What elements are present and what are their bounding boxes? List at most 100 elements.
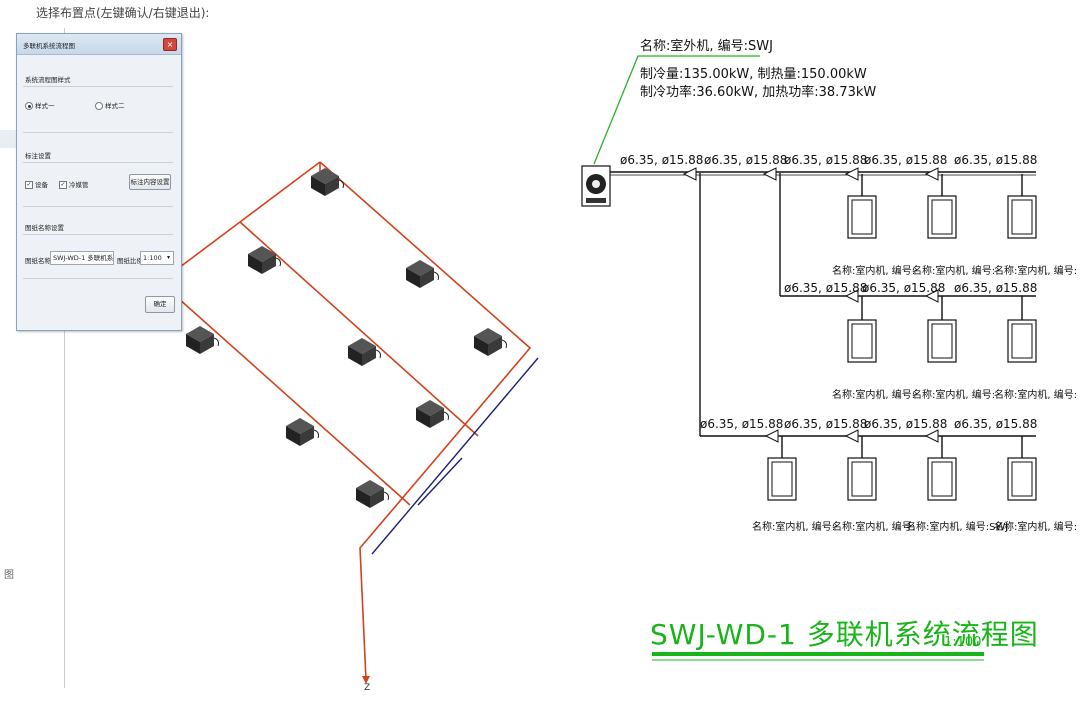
indoor-unit-icon bbox=[847, 319, 877, 363]
scale-select[interactable]: 1:100 ▾ bbox=[140, 251, 174, 265]
indoor-unit-icon bbox=[927, 195, 957, 239]
indoor-label: 名称:室内机, 编号: bbox=[832, 264, 915, 277]
scale-label: 图纸比例: bbox=[117, 257, 146, 265]
drawing-name-input[interactable]: SWJ-WD-1 多联机系统流程图 bbox=[50, 251, 114, 265]
pipe-label: ø6.35, ø15.88 bbox=[864, 153, 947, 167]
label-content-button[interactable]: 标注内容设置 bbox=[129, 174, 171, 190]
side-char: 图 bbox=[4, 570, 14, 581]
iso-indoor-unit-icon bbox=[286, 418, 319, 446]
branch-joint-icon bbox=[924, 289, 939, 303]
branch-joint-icon bbox=[762, 167, 777, 181]
pipe-label: ø6.35, ø15.88 bbox=[620, 153, 703, 167]
iso-red-branch-mid bbox=[239, 221, 479, 437]
indoor-label: 名称:室内机, 编号: bbox=[994, 264, 1077, 277]
name-label: 图纸名称: bbox=[25, 257, 54, 265]
outdoor-unit[interactable] bbox=[581, 165, 611, 207]
branch-joint-icon bbox=[844, 167, 859, 181]
scale-select-value: 1:100 bbox=[143, 254, 162, 262]
pipe-label: ø6.35, ø15.88 bbox=[784, 281, 867, 295]
schematic-pipes bbox=[610, 167, 1036, 458]
system-flow-diagram: 名称:室外机, 编号:SWJ 制冷量:135.00kW, 制热量:150.00k… bbox=[581, 38, 1077, 661]
style-option-2[interactable]: 样式二 bbox=[95, 100, 125, 110]
style-option-1[interactable]: 样式一 bbox=[25, 100, 55, 110]
indoor-unit-icon bbox=[767, 457, 797, 501]
indoor-label: 名称:室内机, 编号: bbox=[752, 520, 835, 533]
drawing-title: SWJ-WD-1 多联机系统流程图 bbox=[650, 618, 1039, 651]
indoor-label: 名称:室内机, 编号: bbox=[912, 264, 995, 277]
label-pipe-check[interactable]: ✓冷媒管 bbox=[59, 179, 89, 189]
isometric-pipe-layout: Z bbox=[159, 161, 539, 693]
indoor-unit-icon bbox=[847, 457, 877, 501]
label-pipe-text: 冷媒管 bbox=[69, 181, 89, 189]
pipe-label: ø6.35, ø15.88 bbox=[864, 417, 947, 431]
pipe-label: ø6.35, ø15.88 bbox=[954, 417, 1037, 431]
dialog-title: 多联机系统流程图 bbox=[23, 42, 75, 50]
pipe-label: ø6.35, ø15.88 bbox=[954, 281, 1037, 295]
indoor-label: 名称:室内机, 编号: bbox=[994, 520, 1077, 533]
axis-arrow bbox=[362, 676, 370, 684]
indoor-label: 名称:室内机, 编号:SWJ bbox=[906, 520, 1008, 533]
divider bbox=[23, 86, 173, 87]
iso-indoor-unit-icon bbox=[248, 246, 281, 274]
indoor-unit-icon bbox=[927, 457, 957, 501]
iso-indoor-unit-icon bbox=[406, 260, 439, 288]
branch-joint-icon bbox=[764, 429, 779, 443]
side-toolbar-stub[interactable] bbox=[0, 130, 18, 148]
indoor-label: 名称:室内机, 编号: bbox=[832, 520, 915, 533]
divider bbox=[23, 162, 173, 163]
title-underline-thick bbox=[652, 652, 984, 656]
label-section-title: 标注设置 bbox=[25, 152, 51, 160]
outdoor-leader bbox=[593, 55, 760, 165]
style-option-2-label: 样式二 bbox=[105, 102, 125, 110]
iso-blue-main bbox=[371, 357, 539, 555]
outdoor-capacity: 制冷量:135.00kW, 制热量:150.00kW bbox=[640, 67, 867, 82]
iso-indoor-unit-icon bbox=[356, 480, 389, 508]
ok-button[interactable]: 确定 bbox=[145, 296, 175, 313]
iso-indoor-unit-icon bbox=[348, 338, 381, 366]
iso-indoor-unit-icon bbox=[474, 328, 507, 356]
iso-red-branch-low bbox=[159, 281, 411, 506]
checkbox-checked-icon[interactable]: ✓ bbox=[59, 181, 67, 189]
indoor-unit-icon bbox=[1007, 457, 1037, 501]
divider bbox=[23, 278, 173, 279]
iso-indoor-units bbox=[186, 168, 507, 508]
indoor-unit-icon bbox=[927, 319, 957, 363]
indoor-label: 名称:室内机, 编号: bbox=[832, 388, 915, 401]
branch-joint-icon bbox=[844, 429, 859, 443]
radio-selected-icon[interactable] bbox=[25, 102, 33, 110]
indoor-unit-icon bbox=[1007, 195, 1037, 239]
iso-red-cross bbox=[239, 161, 321, 223]
pipe-label: ø6.35, ø15.88 bbox=[704, 153, 787, 167]
close-icon[interactable]: × bbox=[163, 38, 177, 51]
branch-joint-icon bbox=[924, 167, 939, 181]
dialog-titlebar[interactable]: 多联机系统流程图 × bbox=[17, 34, 181, 55]
style-section-title: 系统流程图样式 bbox=[25, 76, 71, 84]
pipe-label: ø6.35, ø15.88 bbox=[700, 417, 783, 431]
pipe-label: ø6.35, ø15.88 bbox=[862, 281, 945, 295]
pipe-label: ø6.35, ø15.88 bbox=[954, 153, 1037, 167]
label-device-check[interactable]: ✓设备 bbox=[25, 179, 48, 189]
drawing-scale: 1:100 bbox=[944, 635, 981, 650]
chevron-down-icon: ▾ bbox=[166, 254, 170, 261]
branch-joint-icon bbox=[844, 289, 859, 303]
divider bbox=[23, 132, 173, 133]
indoor-unit-icon bbox=[847, 195, 877, 239]
branch-joint-icon bbox=[924, 429, 939, 443]
pipe-label: ø6.35, ø15.88 bbox=[784, 417, 867, 431]
style-option-1-label: 样式一 bbox=[35, 102, 55, 110]
iso-blue-pipes bbox=[371, 357, 539, 555]
indoor-unit-icon bbox=[1007, 319, 1037, 363]
radio-icon[interactable] bbox=[95, 102, 103, 110]
checkbox-checked-icon[interactable]: ✓ bbox=[25, 181, 33, 189]
label-device-text: 设备 bbox=[35, 181, 48, 189]
outdoor-power: 制冷功率:36.60kW, 加热功率:38.73kW bbox=[640, 84, 876, 100]
iso-red-main bbox=[319, 161, 532, 681]
name-section-title: 图纸名称设置 bbox=[25, 224, 64, 232]
iso-blue-branch bbox=[417, 457, 463, 506]
indoor-label: 名称:室内机, 编号: bbox=[912, 388, 995, 401]
iso-indoor-unit-icon bbox=[186, 326, 219, 354]
branch-joint-icon bbox=[682, 167, 697, 181]
outdoor-name: 名称:室外机, 编号:SWJ bbox=[640, 38, 773, 54]
